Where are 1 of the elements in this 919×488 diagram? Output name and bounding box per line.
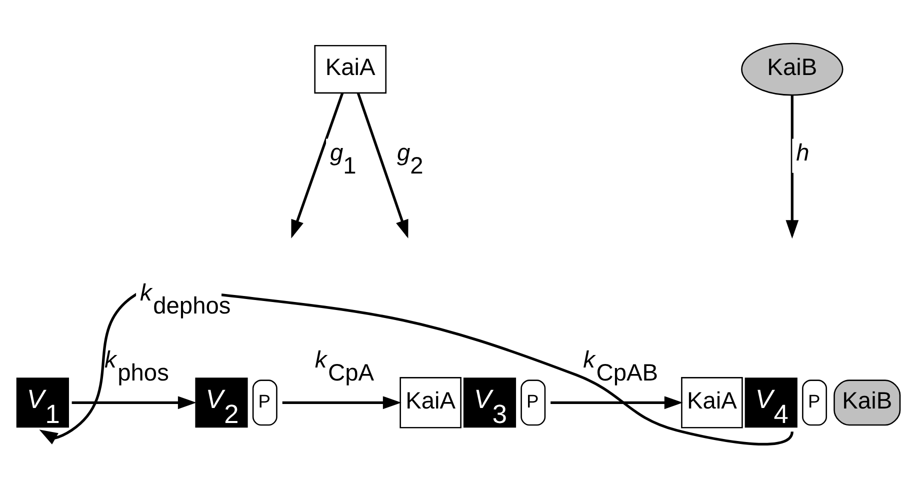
edge-label: h [796, 140, 810, 166]
